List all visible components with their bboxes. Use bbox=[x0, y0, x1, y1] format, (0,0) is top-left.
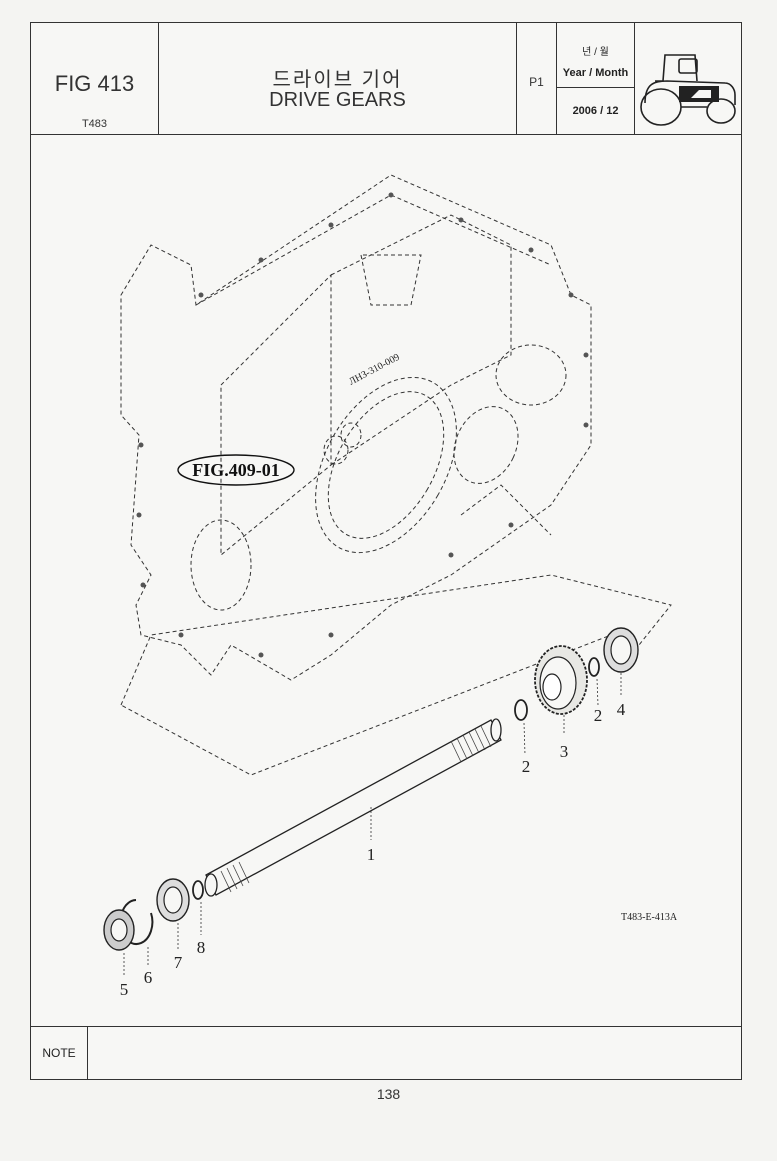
title-english: DRIVE GEARS bbox=[269, 89, 406, 111]
housing-bolt-holes bbox=[136, 192, 589, 658]
title-cell: 드라이브 기어 DRIVE GEARS bbox=[159, 23, 517, 134]
parts-sheet-frame: FIG 413 T483 드라이브 기어 DRIVE GEARS P1 년 / … bbox=[30, 22, 742, 1080]
title-block: FIG 413 T483 드라이브 기어 DRIVE GEARS P1 년 / … bbox=[31, 23, 741, 135]
callout-6: 6 bbox=[144, 968, 153, 987]
ball-bearing-7 bbox=[156, 878, 190, 922]
logo-cell bbox=[635, 23, 743, 134]
fig-cell: FIG 413 T483 bbox=[31, 23, 159, 134]
ball-bearing-4 bbox=[603, 627, 639, 673]
date-divider bbox=[557, 87, 634, 88]
callout-3: 3 bbox=[560, 742, 569, 761]
exploded-view-drawing: ЛНЗ-310-009 FIG.409-01 bbox=[103, 174, 678, 999]
fig-reference-oval bbox=[177, 454, 295, 486]
callout-8: 8 bbox=[197, 938, 206, 957]
date-value: 2006 / 12 bbox=[572, 105, 619, 117]
callout-2b: 2 bbox=[594, 706, 603, 725]
tractor-icon bbox=[640, 54, 736, 126]
date-label-english: Year / Month bbox=[562, 67, 629, 79]
date-label-korean: 년 / 월 bbox=[582, 47, 609, 58]
model-code: T483 bbox=[81, 118, 108, 130]
drawing-code: T483-E-413A bbox=[621, 912, 678, 923]
callout-7: 7 bbox=[174, 953, 183, 972]
fig-reference-label: FIG.409-01 bbox=[192, 460, 280, 480]
callout-4: 4 bbox=[617, 700, 626, 719]
drive-gear bbox=[534, 645, 588, 715]
snap-ring-2a bbox=[514, 699, 528, 721]
title-korean: 드라이브 기어 bbox=[272, 69, 403, 91]
part-callouts: 1 2 2 3 4 5 6 7 8 bbox=[120, 700, 626, 999]
page-indicator: P1 bbox=[529, 75, 544, 89]
snap-ring-2b bbox=[588, 657, 600, 677]
housing-marking: ЛНЗ-310-009 bbox=[347, 352, 401, 388]
snap-ring-8 bbox=[192, 880, 204, 900]
page-number: 138 bbox=[376, 1086, 401, 1102]
oil-seal-5 bbox=[103, 909, 135, 951]
transmission-housing bbox=[120, 174, 672, 776]
callout-2a: 2 bbox=[522, 757, 531, 776]
callout-1: 1 bbox=[367, 845, 376, 864]
leader-lines bbox=[123, 673, 622, 975]
date-cell: 년 / 월 Year / Month 2006 / 12 bbox=[557, 23, 635, 134]
fig-number: FIG 413 bbox=[54, 71, 135, 96]
note-row: NOTE bbox=[31, 1026, 741, 1080]
page-cell: P1 bbox=[517, 23, 557, 134]
note-label: NOTE bbox=[31, 1027, 88, 1080]
drive-shaft bbox=[204, 718, 502, 897]
callout-5: 5 bbox=[120, 980, 129, 999]
